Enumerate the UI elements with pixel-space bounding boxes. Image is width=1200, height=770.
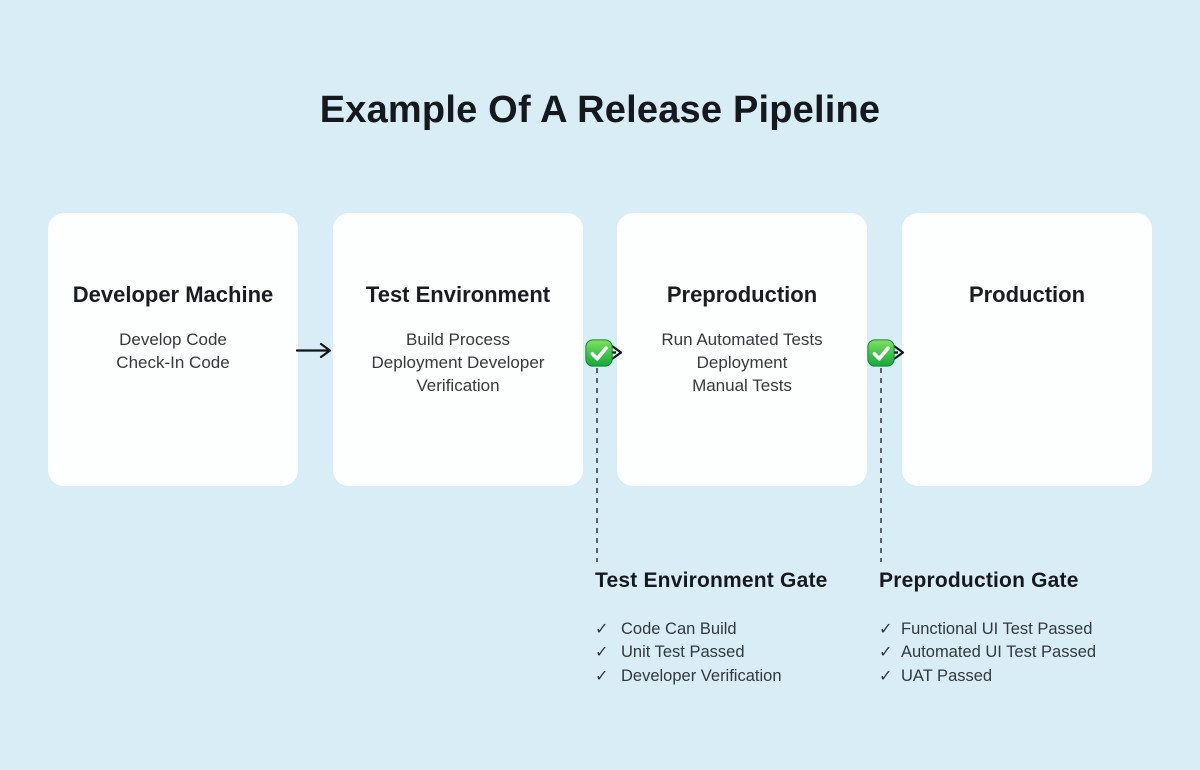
- gate-title: Preproduction Gate: [879, 569, 1079, 592]
- stage-task-list: Run Automated Tests Deployment Manual Te…: [617, 328, 867, 397]
- stage-card-preproduction: Preproduction Run Automated Tests Deploy…: [617, 213, 867, 486]
- stage-title: Production: [968, 282, 1086, 307]
- stage-task: Run Automated Tests: [661, 330, 823, 349]
- gate-criterion-label: UAT Passed: [901, 666, 993, 685]
- stage-task: Manual Tests: [692, 376, 792, 395]
- stage-task: Verification: [416, 376, 500, 395]
- stage-task: Check-In Code: [116, 353, 230, 372]
- stage-title: Test Environment: [365, 282, 551, 307]
- check-icon: ✓: [879, 644, 893, 662]
- gate-criterion-label: Functional UI Test Passed: [901, 620, 1093, 638]
- page-title: Example Of A Release Pipeline: [319, 89, 881, 131]
- stage-title: Preproduction: [666, 282, 818, 307]
- gate-criterion: ✓ Unit Test Passed: [595, 641, 875, 664]
- stage-task-list: Develop Code Check-In Code: [48, 328, 298, 374]
- gate-preproduction: Preproduction Gate ✓ Functional UI Test …: [879, 566, 1159, 688]
- check-icon: ✓: [879, 667, 893, 685]
- stage-card-developer-machine: Developer Machine Develop Code Check-In …: [48, 213, 298, 486]
- stage-task: Deployment: [696, 353, 788, 372]
- check-icon: ✓: [595, 621, 609, 638]
- stage-title: Developer Machine: [72, 282, 274, 307]
- gate-criterion: ✓ Code Can Build: [595, 618, 875, 641]
- stage-task-list: Build Process Deployment Developer Verif…: [333, 328, 583, 397]
- gate-criteria-list: ✓ Functional UI Test Passed ✓ Automated …: [879, 618, 1159, 688]
- check-badge-icon: [585, 339, 613, 367]
- check-icon: ✓: [879, 621, 893, 638]
- gate-connector-dashed-line: [880, 368, 882, 562]
- gate-criterion-label: Developer Verification: [621, 666, 782, 685]
- gate-title: Test Environment Gate: [595, 569, 828, 592]
- gate-criterion-label: Automated UI Test Passed: [901, 643, 1097, 662]
- arrow-right-icon: [296, 342, 332, 359]
- stage-task: Develop Code: [119, 330, 227, 349]
- gate-criterion-label: Code Can Build: [621, 620, 737, 638]
- check-icon: ✓: [595, 644, 609, 662]
- gate-criterion: ✓ Developer Verification: [595, 665, 875, 688]
- stage-task: Deployment Developer: [371, 353, 545, 372]
- check-icon: ✓: [595, 667, 609, 685]
- gate-test-environment: Test Environment Gate ✓ Code Can Build ✓…: [595, 566, 875, 688]
- stage-task: Build Process: [406, 330, 510, 349]
- gate-criteria-list: ✓ Code Can Build ✓ Unit Test Passed ✓ De…: [595, 618, 875, 688]
- gate-criterion: ✓ UAT Passed: [879, 665, 1159, 688]
- stage-card-production: Production: [902, 213, 1152, 486]
- gate-criterion-label: Unit Test Passed: [621, 643, 745, 662]
- check-badge-icon: [867, 339, 895, 367]
- stage-card-test-environment: Test Environment Build Process Deploymen…: [333, 213, 583, 486]
- gate-criterion: ✓ Automated UI Test Passed: [879, 641, 1159, 664]
- gate-criterion: ✓ Functional UI Test Passed: [879, 618, 1159, 641]
- gate-connector-dashed-line: [596, 368, 598, 562]
